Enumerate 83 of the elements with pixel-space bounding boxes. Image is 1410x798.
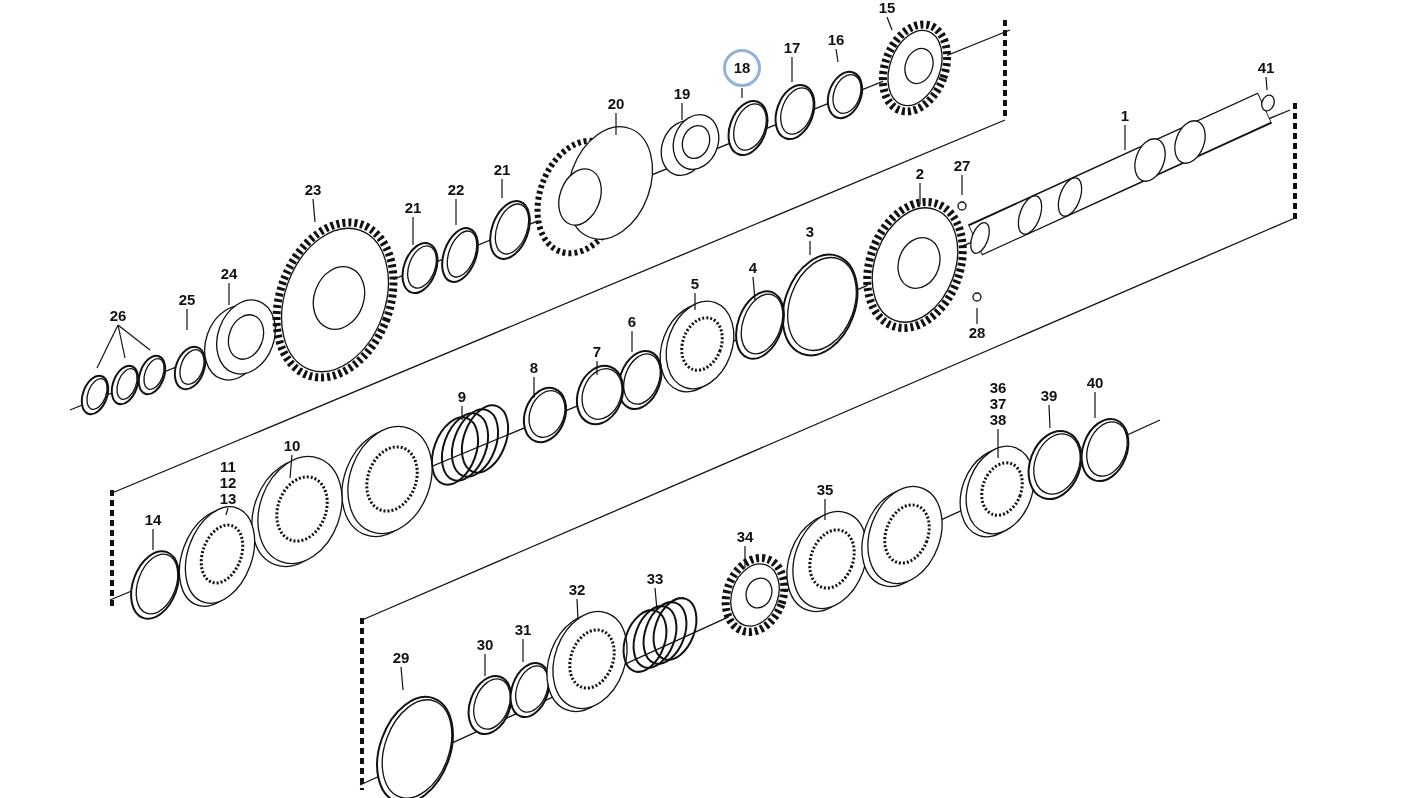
callout-number: 25 — [178, 292, 196, 308]
callout-number: 2 — [915, 166, 925, 182]
callout-number: 5 — [690, 276, 700, 292]
leader-line — [741, 87, 743, 99]
callout-number: 1 — [1120, 108, 1130, 124]
leader-line — [1094, 391, 1096, 419]
leader-line — [501, 178, 503, 199]
leader-line — [152, 528, 154, 551]
leader-line — [400, 666, 404, 691]
leader-line — [96, 324, 119, 369]
callout-number: 24 — [220, 266, 238, 282]
callout-number: 37 — [989, 396, 1007, 412]
callout-number: 17 — [783, 40, 801, 56]
callout-number: 20 — [607, 96, 625, 112]
leader-line — [576, 598, 579, 621]
callout-number: 36 — [989, 380, 1007, 396]
leader-line — [117, 324, 126, 359]
callout-number: 6 — [627, 314, 637, 330]
leader-line — [117, 324, 151, 351]
leader-line — [289, 454, 293, 479]
leader-line — [919, 182, 921, 206]
highlight-circle — [723, 49, 761, 87]
callout-number: 15 — [878, 0, 896, 16]
leader-line — [824, 498, 826, 521]
callout-number: 38 — [989, 412, 1007, 428]
callout-number: 22 — [447, 182, 465, 198]
callout-number: 40 — [1086, 375, 1104, 391]
callout-number: 28 — [968, 325, 986, 341]
callout-number: 12 — [219, 475, 237, 491]
callout-number: 31 — [514, 622, 532, 638]
leader-line — [791, 56, 793, 83]
callout-number: 33 — [646, 571, 664, 587]
leader-line — [1124, 124, 1126, 151]
callout-number: 16 — [827, 32, 845, 48]
callout-number: 7 — [592, 344, 602, 360]
leader-line — [681, 102, 683, 121]
leader-line — [835, 48, 839, 63]
leader-line — [312, 198, 316, 223]
leader-line — [752, 276, 756, 301]
callout-number: 10 — [283, 438, 301, 454]
leader-line — [886, 16, 893, 31]
callout-number: 27 — [953, 158, 971, 174]
leader-line — [596, 360, 598, 376]
leader-line — [228, 282, 230, 306]
leader-line — [744, 545, 746, 569]
callout-number: 11 — [220, 459, 236, 475]
callout-number: 14 — [144, 512, 162, 528]
leader-line — [694, 292, 696, 311]
callout-number: 35 — [816, 482, 834, 498]
leader-line — [522, 638, 524, 663]
callout-number: 29 — [392, 650, 410, 666]
leader-line — [186, 308, 188, 331]
leader-line — [1265, 76, 1268, 91]
callout-number: 3 — [805, 224, 815, 240]
leader-line — [484, 653, 486, 677]
callout-number: 13 — [219, 491, 237, 507]
leader-line — [809, 240, 811, 256]
callout-number: 34 — [736, 529, 754, 545]
leader-line — [997, 428, 999, 459]
callout-number: 18 — [733, 60, 751, 76]
leader-line — [654, 587, 658, 611]
callout-number: 41 — [1257, 60, 1275, 76]
leader-line — [1048, 404, 1051, 429]
callout-number: 39 — [1040, 388, 1058, 404]
leader-line — [615, 112, 617, 136]
leader-line — [631, 330, 633, 353]
callout-number: 4 — [748, 260, 758, 276]
leader-line — [461, 405, 463, 421]
leader-line — [961, 174, 963, 196]
callout-number: 9 — [457, 389, 467, 405]
callout-number: 26 — [109, 308, 127, 324]
leader-line — [455, 198, 457, 226]
callout-number: 8 — [529, 360, 539, 376]
leader-line — [412, 216, 414, 246]
leader-line — [225, 507, 229, 516]
callout-number: 30 — [476, 637, 494, 653]
callout-number: 23 — [304, 182, 322, 198]
callout-number: 21 — [404, 200, 422, 216]
leader-line — [976, 307, 978, 325]
callout-number: 19 — [673, 86, 691, 102]
leader-line — [533, 376, 535, 399]
callout-number: 21 — [493, 162, 511, 178]
callout-number: 32 — [568, 582, 586, 598]
